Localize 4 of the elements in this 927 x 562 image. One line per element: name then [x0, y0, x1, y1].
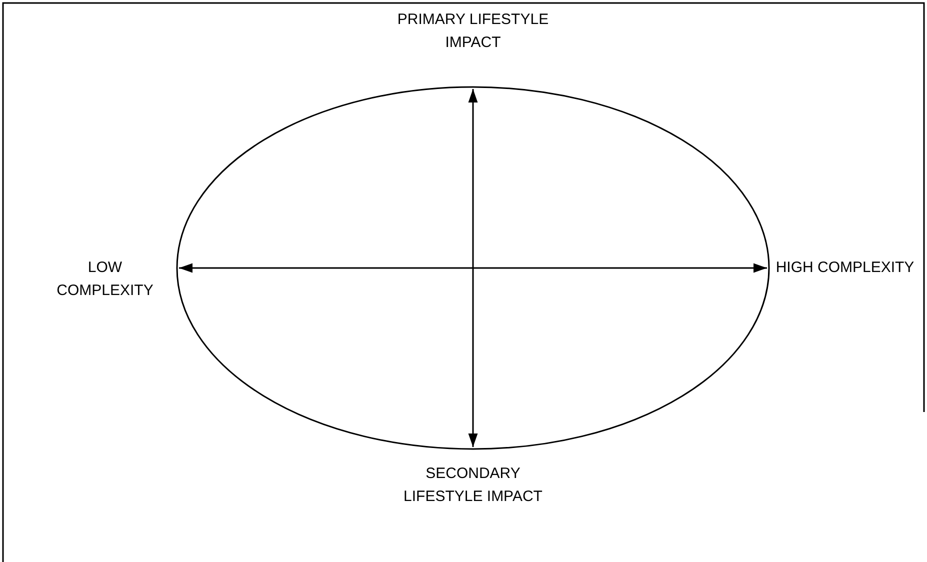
axis-label: SECONDARY LIFESTYLE IMPACT	[402, 464, 544, 507]
axis-label: HIGH COMPLEXITY	[775, 258, 915, 278]
axis-label: PRIMARY LIFESTYLE IMPACT	[396, 10, 550, 53]
axis-label: LOW COMPLEXITY	[56, 258, 154, 301]
